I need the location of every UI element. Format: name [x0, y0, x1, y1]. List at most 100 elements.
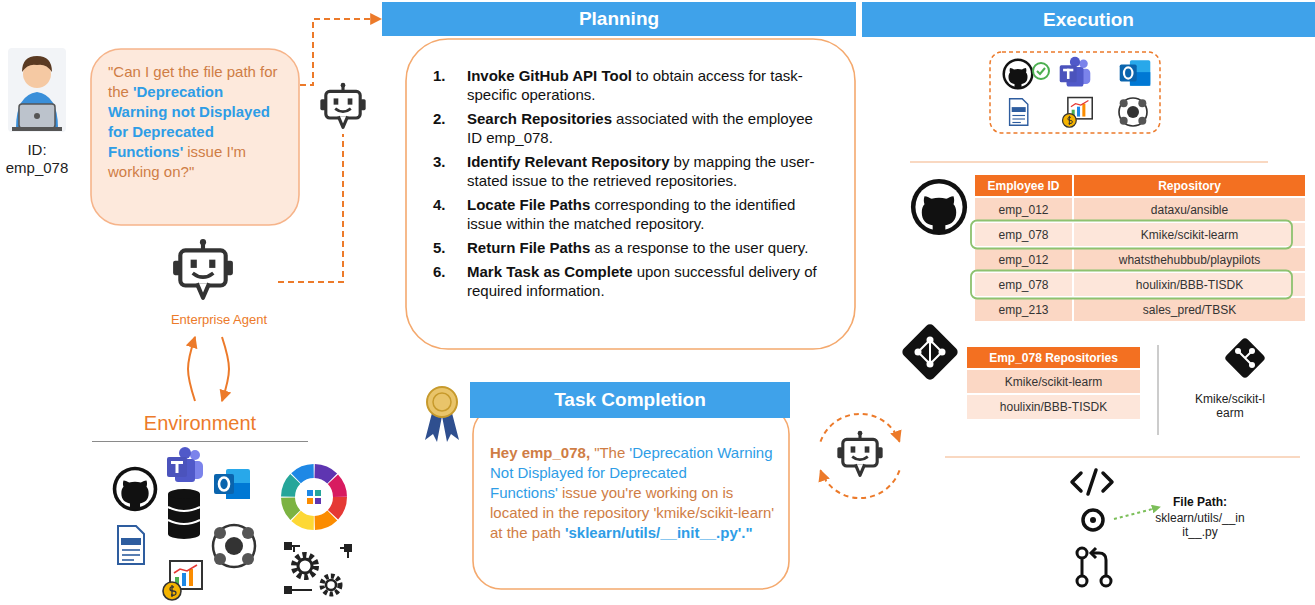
table-cell: emp_213	[975, 298, 1072, 321]
finance-icon	[163, 561, 202, 600]
repo-table	[975, 298, 1072, 321]
plan-step: 1.Invoke GitHub API Toolto obtain access…	[433, 66, 819, 104]
user-icon	[34, 113, 40, 119]
git-icon	[939, 349, 946, 356]
bubble-outline	[328, 38, 856, 350]
commit-icon	[1083, 510, 1103, 530]
automation-icon	[284, 542, 292, 550]
table-cell: Kmike/scikit-learm	[967, 370, 1140, 393]
code-icon	[1088, 470, 1096, 494]
step-text: Search Repositoriesassociated with the e…	[467, 109, 819, 147]
plan-step: 3.Identify Relevant Repositoryby mapping…	[433, 152, 819, 190]
git-icon	[900, 322, 959, 381]
text-block: Enterprise Agent	[160, 312, 278, 328]
step-action: Search Repositories	[467, 110, 612, 127]
user-icon	[8, 48, 66, 132]
step-number: 5.	[433, 238, 467, 257]
code-icon	[1072, 470, 1112, 494]
repo-table	[1074, 223, 1305, 246]
wheel-icon	[288, 471, 340, 523]
pull-request-icon	[1077, 548, 1087, 558]
repo-table	[975, 175, 1072, 196]
node-text: Enterprise Agent	[171, 312, 267, 327]
document-icon	[118, 526, 144, 564]
node-text: Execution	[1043, 9, 1134, 30]
table-cell: emp_012	[975, 248, 1072, 271]
outlook-icon	[1120, 60, 1151, 86]
automation-icon	[294, 555, 316, 577]
table-header: Repository	[1074, 175, 1305, 196]
plan-step: 6.Mark Task as Completeupon successful d…	[433, 262, 819, 300]
repo-table	[975, 223, 1072, 246]
pull-request-icon	[1081, 558, 1084, 576]
agent-icon	[320, 83, 365, 128]
leader-arrow	[1114, 507, 1160, 519]
environment-icons	[113, 447, 352, 600]
step-number: 6.	[433, 262, 467, 300]
flow-arrow	[222, 337, 229, 401]
award-ribbon	[427, 387, 457, 417]
repo-caption: Kmike/scikit-learm	[1194, 392, 1266, 422]
divider	[910, 161, 1268, 162]
teams-icon	[167, 447, 203, 482]
repo-table	[975, 273, 1072, 296]
database-icon	[168, 494, 200, 534]
outlook-icon	[214, 469, 250, 499]
node-text: "The	[594, 444, 625, 461]
git-icon	[1224, 337, 1266, 379]
phase-header: Planning	[382, 2, 856, 36]
database-icon	[168, 529, 200, 539]
table-cell: emp_078	[975, 273, 1072, 296]
file-path: sklearn/utils/__init__.py	[1155, 511, 1245, 541]
wheel-icon	[288, 471, 340, 523]
tool-box	[1033, 63, 1049, 79]
step-text: Mark Task as Completeupon successful del…	[467, 262, 819, 300]
step-text: Return File Pathsas a response to the us…	[467, 238, 819, 257]
repo-table	[971, 175, 1305, 321]
node-text: Environment	[144, 412, 256, 434]
wheel-icon	[288, 471, 340, 523]
divider	[945, 456, 1300, 457]
git-icon	[1249, 348, 1255, 354]
code-icon	[1103, 473, 1112, 491]
database-icon	[168, 489, 200, 499]
database-icon	[168, 520, 200, 524]
commit-icon	[1083, 510, 1103, 530]
plan-step: 4.Locate File Pathscorresponding to the …	[433, 195, 819, 233]
speech-bubble: "Can I get the file path for the'Depreca…	[90, 48, 300, 226]
user-icon	[12, 127, 62, 131]
text-block: Execution	[1043, 9, 1134, 31]
repo-table	[971, 221, 1292, 249]
code-icon	[1072, 473, 1081, 491]
repo-table	[1074, 298, 1305, 321]
step-action: Identify Relevant Repository	[467, 153, 670, 170]
repo-table	[975, 198, 1072, 221]
git-icon	[918, 340, 942, 364]
bubble-shape	[406, 39, 855, 349]
repo-table	[967, 370, 1140, 393]
repo-table	[967, 347, 1140, 368]
user-id: ID: emp_078	[2, 141, 72, 181]
table-cell: whatsthehubbub/playpilots	[1074, 248, 1305, 271]
automation-icon	[292, 589, 312, 591]
plan-step: 2.Search Repositoriesassociated with the…	[433, 109, 819, 147]
step-number: 1.	[433, 66, 467, 104]
cycle-arrows	[821, 414, 900, 442]
repo-table	[1074, 273, 1305, 296]
table-header: Emp_078 Repositories	[967, 347, 1140, 368]
crm-icon	[1119, 98, 1147, 126]
dashed-flow	[300, 19, 381, 85]
pull-request-icon	[1101, 576, 1111, 586]
git-icon	[1249, 362, 1255, 368]
step-detail: as a response to the user query.	[594, 239, 808, 256]
wheel-icon	[307, 490, 313, 496]
node-text: ID: emp_078	[6, 141, 69, 176]
table-cell: houlixin/BBB-TISDK	[967, 395, 1140, 419]
flow-arrow	[188, 337, 195, 401]
plan-steps: 1.Invoke GitHub API Toolto obtain access…	[433, 66, 819, 300]
step-text: Invoke GitHub API Toolto obtain access f…	[467, 66, 819, 104]
table-header: Employee ID	[975, 175, 1072, 196]
table-cell: emp_078	[975, 223, 1072, 246]
